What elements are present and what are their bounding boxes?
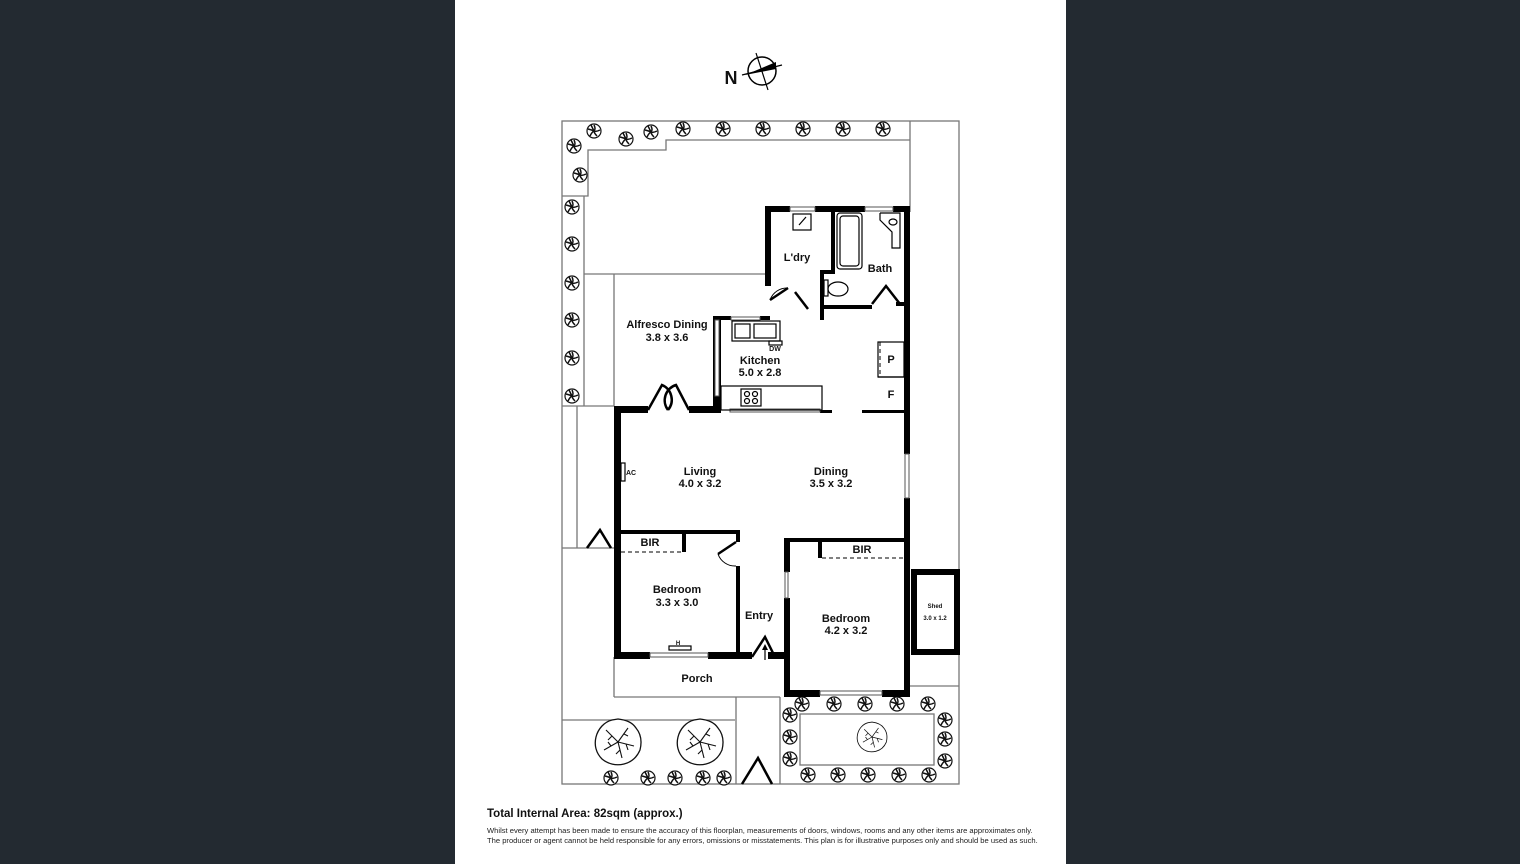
dishwasher-label: DW [769, 346, 781, 353]
bir1-label: BIR [641, 537, 660, 549]
cooktop-icon [740, 388, 762, 407]
ac-label: AC [626, 470, 636, 477]
walls [614, 206, 960, 697]
kitchen-sink-icon [731, 320, 781, 342]
pantry-label: P [887, 354, 894, 366]
laundry-tub-icon [792, 213, 812, 231]
fridge-label: F [888, 389, 895, 401]
floorplan-drawing: N [561, 52, 960, 786]
north-compass-icon [741, 52, 783, 91]
dining-size: 3.5 x 3.2 [810, 478, 853, 490]
heater-label: H [676, 641, 680, 647]
living-size: 4.0 x 3.2 [679, 478, 722, 490]
vanity-icon [879, 212, 901, 249]
robe-lines [621, 342, 904, 559]
alfresco-size: 3.8 x 3.6 [646, 332, 689, 344]
kitchen-size: 5.0 x 2.8 [739, 367, 782, 379]
shed-size: 3.0 x 1.2 [923, 616, 947, 622]
kitchen-label: Kitchen [740, 355, 781, 367]
living-label: Living [684, 466, 716, 478]
bathtub-icon [836, 212, 863, 270]
disclaimer-line-1: Whilst every attempt has been made to en… [487, 826, 1033, 835]
porch-label: Porch [681, 673, 712, 685]
north-label: N [725, 68, 738, 88]
dishwasher-icon [768, 340, 783, 346]
toilet-icon [823, 279, 829, 297]
kitchen-bench [720, 385, 823, 411]
dining-label: Dining [814, 466, 848, 478]
bath-label: Bath [868, 263, 893, 275]
bedroom2-size: 4.2 x 3.2 [825, 625, 868, 637]
entry-arrowhead-icon [762, 644, 768, 650]
disclaimer-line-2: The producer or agent cannot be held res… [487, 836, 1038, 845]
shed-label: Shed [928, 604, 943, 610]
floorplan-sheet: N [455, 0, 1066, 864]
entry-label: Entry [745, 610, 774, 622]
alfresco-label: Alfresco Dining [626, 319, 707, 331]
ac-unit-icon [620, 462, 626, 482]
fixtures [620, 212, 905, 651]
windows [649, 206, 910, 696]
heater-icon [668, 645, 692, 651]
bir2-label: BIR [853, 544, 872, 556]
laundry-label: L'dry [784, 252, 811, 264]
trees [594, 718, 888, 766]
bedroom2-label: Bedroom [822, 613, 871, 625]
bedroom1-size: 3.3 x 3.0 [656, 597, 699, 609]
total-area: Total Internal Area: 82sqm (approx.) [487, 808, 683, 820]
doors [585, 283, 901, 785]
shrubs [564, 121, 953, 786]
bedroom1-label: Bedroom [653, 584, 702, 596]
disclaimer: Whilst every attempt has been made to en… [487, 826, 1057, 846]
